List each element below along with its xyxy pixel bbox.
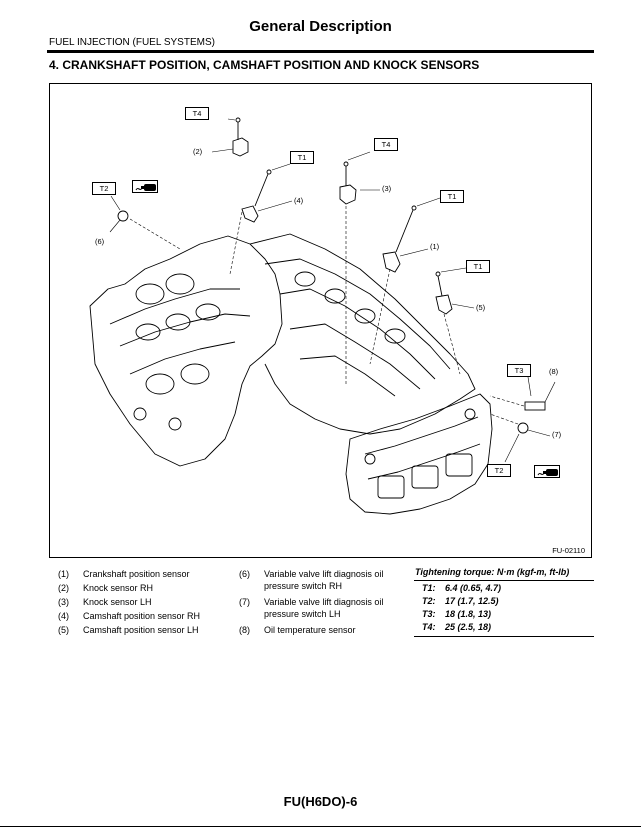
legend-text: Camshaft position sensor RH <box>83 611 201 621</box>
legend-num: (2) <box>58 583 69 593</box>
torque-row: T2: 17 (1.7, 12.5) <box>422 596 499 606</box>
section-header: FUEL INJECTION (FUEL SYSTEMS) <box>49 37 215 48</box>
sealant-icon <box>534 465 560 478</box>
callout-3: (3) <box>382 184 392 193</box>
torque-tag-t4: T4 <box>374 138 398 151</box>
torque-tag-t4: T4 <box>185 107 209 120</box>
legend-text: pressure switch LH <box>264 609 341 619</box>
legend-num: (5) <box>58 625 69 635</box>
torque-tag-t3: T3 <box>507 364 531 377</box>
torque-key: T4: <box>422 622 436 632</box>
legend-text: Knock sensor LH <box>83 597 152 607</box>
legend-text: Camshaft position sensor LH <box>83 625 199 635</box>
torque-tag-t2: T2 <box>92 182 116 195</box>
page-title: General Description <box>249 18 392 35</box>
legend-text: Knock sensor RH <box>83 583 154 593</box>
torque-value: 17 (1.7, 12.5) <box>445 596 499 606</box>
torque-row: T4: 25 (2.5, 18) <box>422 622 491 632</box>
legend-text: pressure switch RH <box>264 581 343 591</box>
callout-4: (4) <box>294 196 304 205</box>
torque-value: 25 (2.5, 18) <box>445 622 492 632</box>
callout-7: (7) <box>552 430 562 439</box>
legend-num: (6) <box>239 569 250 579</box>
sealant-icon <box>132 180 158 193</box>
torque-key: T3: <box>422 609 436 619</box>
callout-6: (6) <box>95 237 105 246</box>
callout-8: (8) <box>549 367 559 376</box>
callout-5: (5) <box>476 303 486 312</box>
header-rule <box>47 50 594 53</box>
torque-key: T2: <box>422 596 436 606</box>
torque-table: Tightening torque: N·m (kgf-m, ft-lb) T1… <box>414 567 594 639</box>
torque-tag-t1: T1 <box>466 260 490 273</box>
torque-key: T1: <box>422 583 436 593</box>
legend-num: (3) <box>58 597 69 607</box>
torque-row: T1: 6.4 (0.65, 4.7) <box>422 583 501 593</box>
legend-column-2: (6) Variable valve lift diagnosis oil pr… <box>239 567 411 639</box>
legend-num: (7) <box>239 597 250 607</box>
legend-num: (1) <box>58 569 69 579</box>
engine-figure: (1) (2) (3) (4) (5) (6) (7) (8) T1 T1 T1… <box>49 83 592 558</box>
legend-text: Oil temperature sensor <box>264 625 356 635</box>
torque-tag-t2: T2 <box>487 464 511 477</box>
torque-value: 6.4 (0.65, 4.7) <box>445 583 502 593</box>
callout-1: (1) <box>430 242 440 251</box>
callout-2: (2) <box>193 147 203 156</box>
footer-rule <box>0 826 641 827</box>
torque-rule <box>414 636 594 637</box>
legend-num: (4) <box>58 611 69 621</box>
engine-drawing <box>89 117 556 515</box>
legend-column-1: (1) Crankshaft position sensor (2) Knock… <box>58 567 238 639</box>
torque-value: 18 (1.8, 13) <box>445 609 492 619</box>
section-heading: 4. CRANKSHAFT POSITION, CAMSHAFT POSITIO… <box>49 58 480 72</box>
legend-num: (8) <box>239 625 250 635</box>
torque-title: Tightening torque: N·m (kgf-m, ft-lb) <box>415 567 570 577</box>
torque-row: T3: 18 (1.8, 13) <box>422 609 491 619</box>
torque-tag-t1: T1 <box>440 190 464 203</box>
torque-rule <box>414 580 594 581</box>
legend-text: Crankshaft position sensor <box>83 569 190 579</box>
figure-code: FU-02110 <box>552 546 585 555</box>
legend-text: Variable valve lift diagnosis oil <box>264 597 384 607</box>
torque-tag-t1: T1 <box>290 151 314 164</box>
page-number: FU(H6DO)-6 <box>283 794 358 809</box>
legend-text: Variable valve lift diagnosis oil <box>264 569 384 579</box>
